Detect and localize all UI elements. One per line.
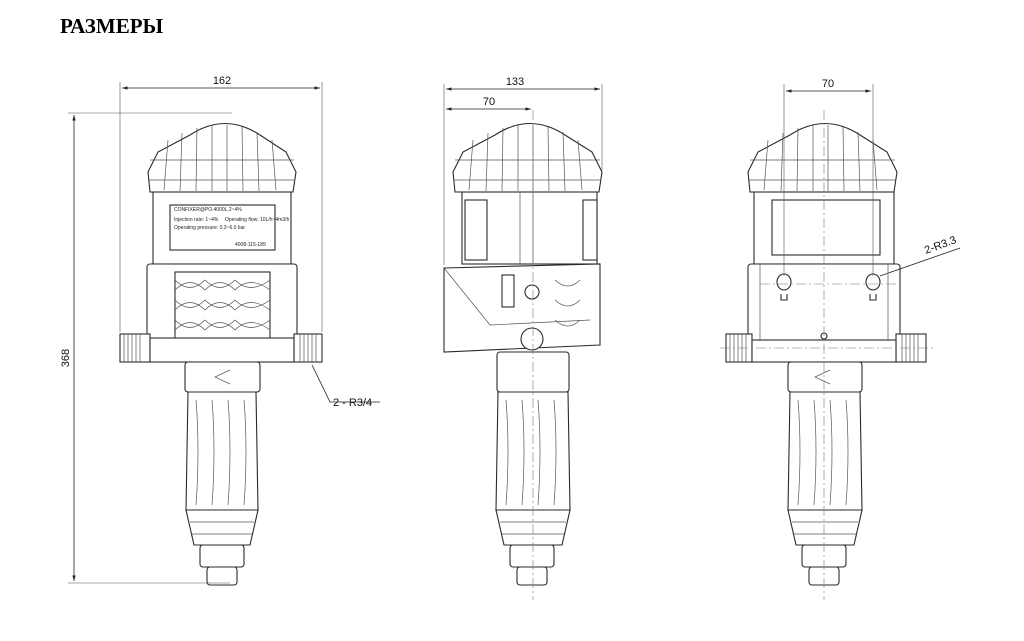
side-view (443, 123, 603, 586)
label-brand-line: CONFIXER@PO.4000L.2~4% (174, 207, 242, 213)
mount-holes-callout: 2-R3.3 (923, 234, 958, 257)
thread-callout: 2 - R3/4 (333, 397, 372, 409)
dim-side-width: 133 (506, 76, 524, 88)
label-injection: Injection rate: 1~4% (174, 217, 219, 223)
back-view (725, 123, 927, 586)
dim-front-width: 162 (213, 75, 231, 87)
page-title: РАЗМЕРЫ (60, 14, 164, 38)
label-operating-flow: Operating flow: 10L/h~4m3/h (225, 217, 290, 223)
label-phone: 4008-115-189 (235, 242, 266, 248)
dim-back-width: 70 (822, 78, 834, 90)
dim-side-offset: 70 (483, 96, 495, 108)
dim-height: 368 (60, 349, 72, 367)
label-operating-pressure: Operating pressure: 0.3~6.0 bar (174, 225, 245, 231)
front-view: CONFIXER@PO.4000L.2~4% Injection rate: 1… (119, 123, 323, 586)
